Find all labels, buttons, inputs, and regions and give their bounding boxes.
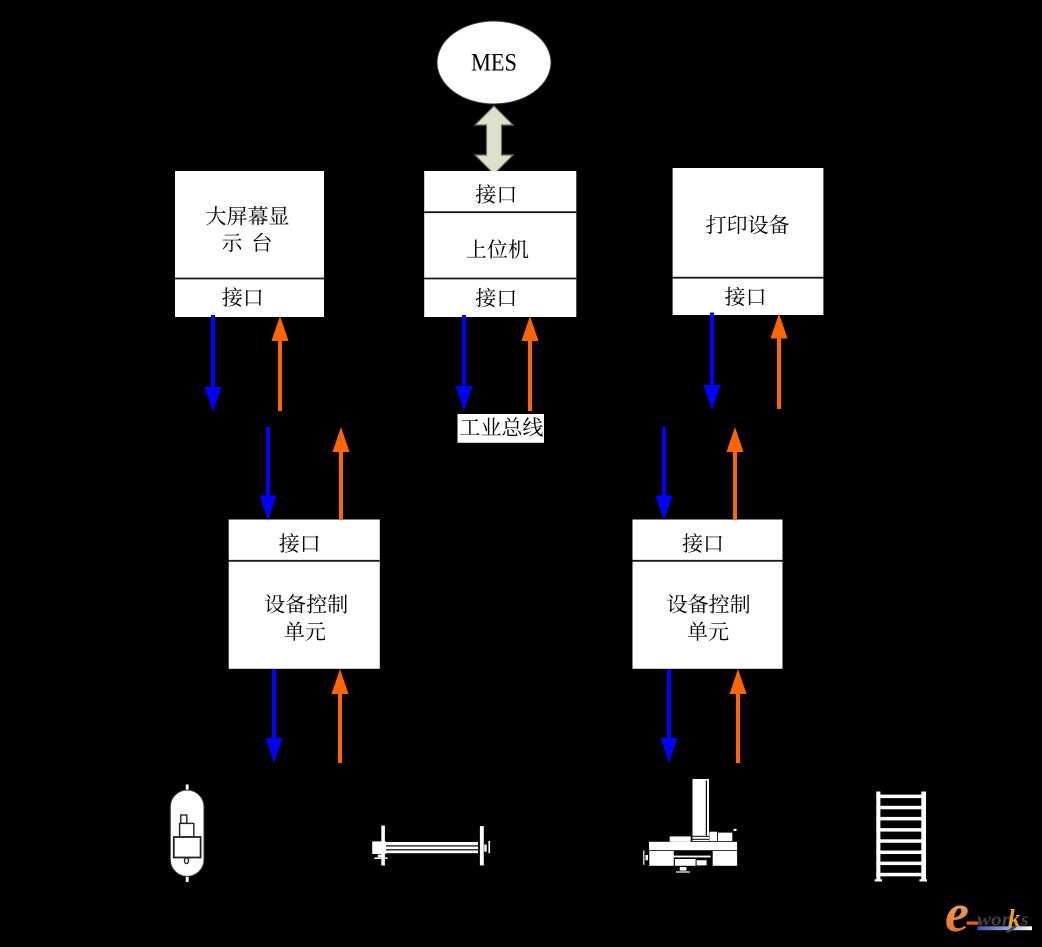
svg-text:MES: MES [471, 49, 517, 76]
svg-text:e: e [945, 883, 969, 942]
svg-text:wor: wor [977, 910, 1011, 931]
svg-text:k: k [1008, 906, 1021, 933]
svg-text:s: s [1020, 910, 1028, 931]
